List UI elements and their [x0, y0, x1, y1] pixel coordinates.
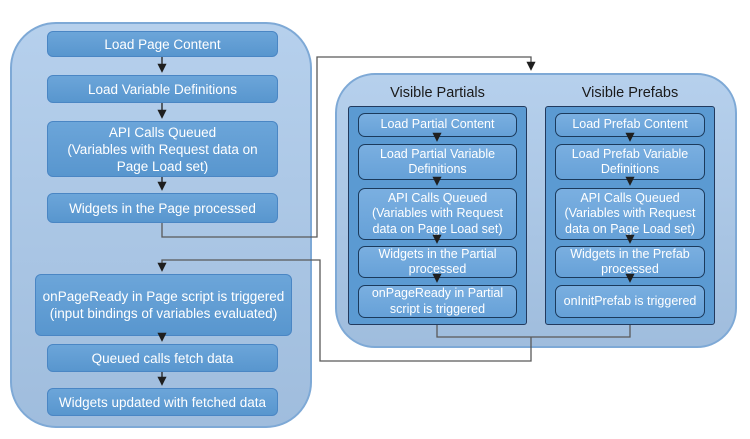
partial-step-onpageready: onPageReady in Partial script is trigger…: [358, 285, 517, 318]
flow-step-api-calls-queued: API Calls Queued (Variables with Request…: [47, 121, 278, 177]
flow-step-queued-calls-fetch: Queued calls fetch data: [47, 344, 278, 372]
prefab-step-widgets-processed: Widgets in the Prefab processed: [555, 246, 705, 278]
flow-step-widgets-updated: Widgets updated with fetched data: [47, 388, 278, 416]
flow-step-load-variable-defs: Load Variable Definitions: [47, 75, 278, 103]
flow-step-load-page-content: Load Page Content: [47, 31, 278, 57]
partials-panel-title: Visible Partials: [390, 85, 485, 101]
flow-step-widgets-processed: Widgets in the Page processed: [47, 193, 278, 223]
partial-step-widgets-processed: Widgets in the Partial processed: [358, 246, 517, 278]
partial-step-api-calls-queued: API Calls Queued (Variables with Request…: [358, 188, 517, 240]
prefab-step-load-content: Load Prefab Content: [555, 113, 705, 137]
flow-step-onpageready: onPageReady in Page script is triggered …: [35, 274, 292, 336]
partial-step-load-content: Load Partial Content: [358, 113, 517, 137]
prefab-step-api-calls-queued: API Calls Queued (Variables with Request…: [555, 188, 705, 240]
prefabs-panel-title: Visible Prefabs: [581, 85, 679, 101]
prefab-step-oninitprefab: onInitPrefab is triggered: [555, 285, 705, 318]
partial-step-load-variable-defs: Load Partial Variable Definitions: [358, 144, 517, 180]
prefab-step-load-variable-defs: Load Prefab Variable Definitions: [555, 144, 705, 180]
